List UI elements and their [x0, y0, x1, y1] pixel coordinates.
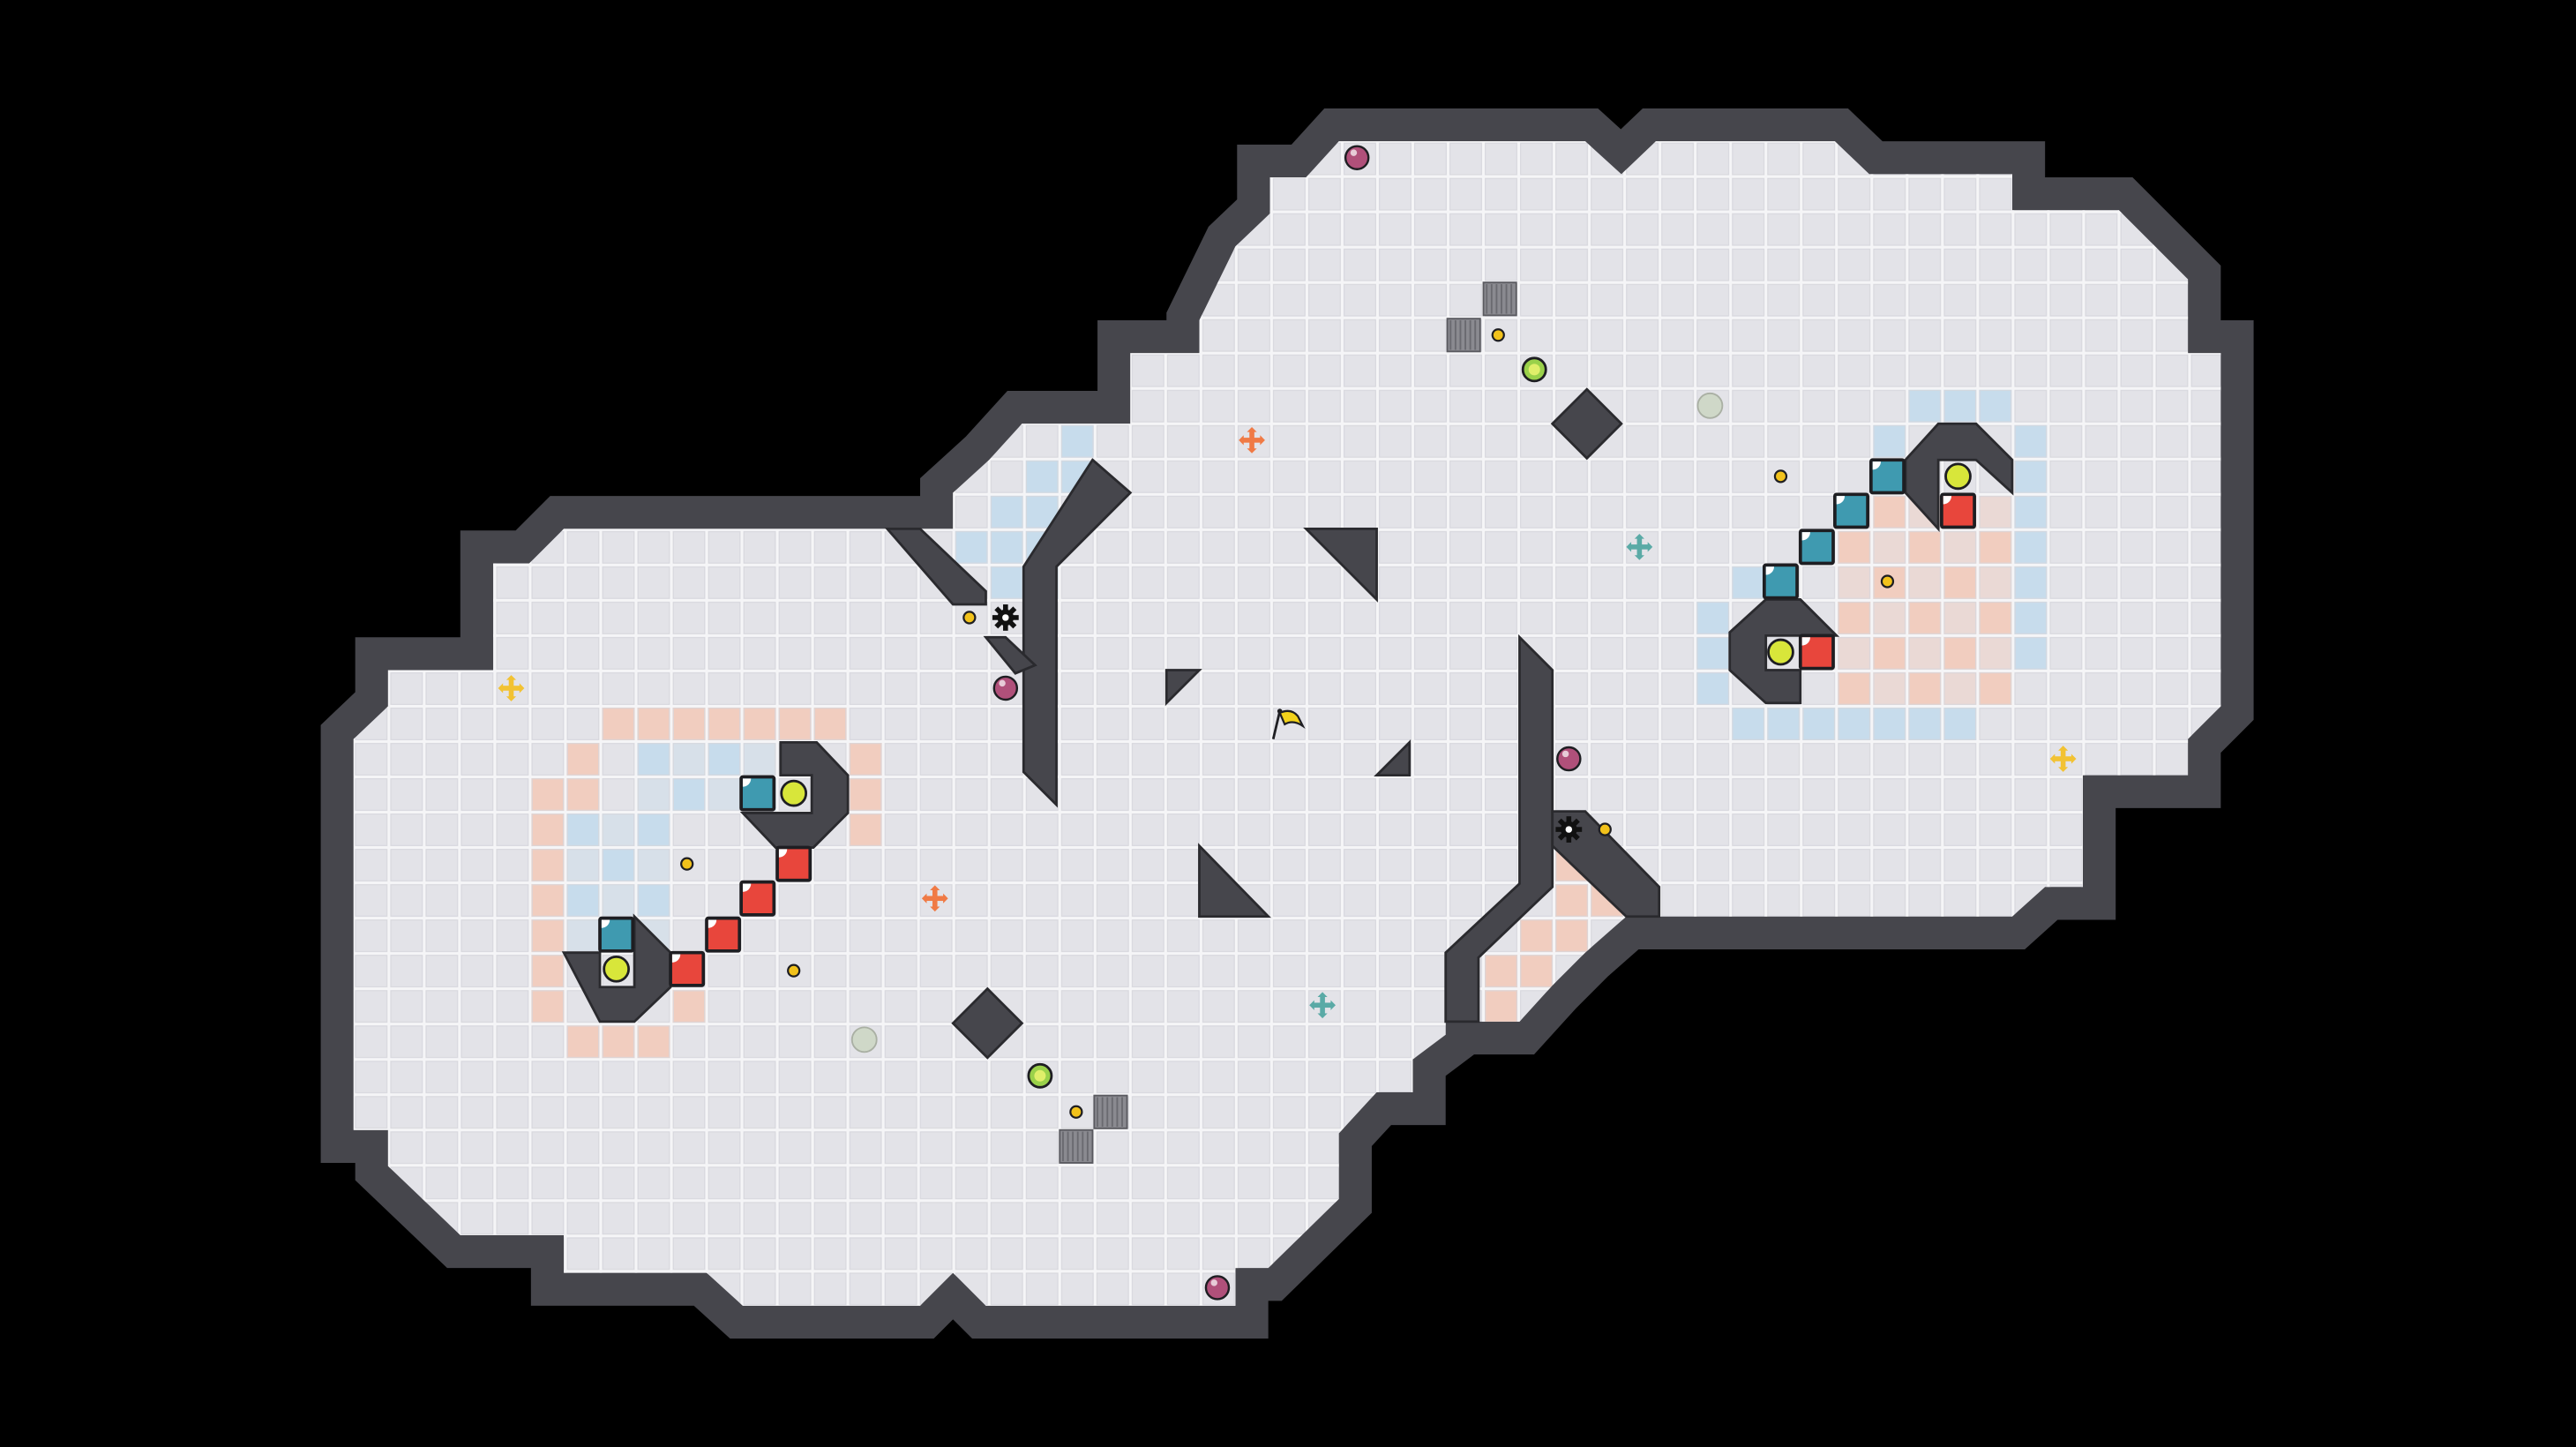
hook-wall	[739, 741, 850, 849]
red-box-icon	[1940, 492, 1976, 529]
grate-icon	[1482, 281, 1517, 317]
coin-icon	[680, 857, 694, 871]
bomb-icon	[992, 675, 1019, 701]
coin-icon	[1598, 822, 1612, 836]
wall-diamond-2	[1550, 387, 1623, 461]
red-box-icon	[775, 845, 812, 882]
ball-icon	[1944, 462, 1972, 491]
teal-box-icon	[739, 775, 776, 812]
bomb-icon	[1204, 1275, 1231, 1301]
divider-wall	[1444, 634, 1554, 1023]
hook-wall-2	[561, 913, 672, 1023]
red-box-icon	[739, 880, 776, 917]
move-cross-icon	[1239, 426, 1265, 454]
coin-icon	[1491, 328, 1505, 342]
move-cross-icon	[2049, 746, 2077, 772]
move-cross-icon	[1626, 533, 1653, 560]
coin-icon	[1880, 574, 1895, 589]
teal-box-icon	[1762, 563, 1799, 600]
bomb-icon	[1344, 145, 1370, 170]
wall-diamond	[951, 986, 1024, 1060]
move-cross-icon	[921, 885, 948, 912]
move-cross-icon	[1309, 992, 1336, 1019]
wall-triangle-small-2	[1374, 739, 1412, 777]
red-box-icon	[1798, 634, 1835, 671]
coin-icon	[1069, 1105, 1083, 1119]
corridor-wall-2	[1022, 458, 1133, 808]
coin-icon	[787, 963, 801, 978]
teal-box-icon	[1868, 458, 1906, 495]
ball-icon	[1521, 356, 1547, 383]
spike-gear-icon	[1555, 816, 1583, 843]
target-circle-icon	[850, 1026, 878, 1053]
red-box-icon	[669, 950, 706, 987]
teal-box-icon	[1833, 492, 1869, 529]
bomb-icon	[1556, 746, 1582, 772]
objects	[498, 145, 2077, 1301]
target-circle-icon	[1696, 392, 1724, 419]
coin-icon	[1773, 469, 1788, 484]
teal-box-icon	[598, 916, 635, 953]
flag-icon	[1271, 709, 1306, 740]
inner-walls	[561, 387, 2014, 1060]
ball-icon	[1767, 638, 1794, 666]
corridor-wall	[884, 528, 987, 606]
teal-box-icon	[1798, 529, 1835, 566]
ball-icon	[780, 779, 808, 807]
ball-icon	[1027, 1062, 1053, 1089]
hook-wall-3	[1904, 422, 2014, 533]
red-box-icon	[705, 916, 742, 953]
wall-triangle	[1303, 528, 1378, 603]
corridor-wall-3	[983, 635, 1037, 675]
grate-icon	[1446, 318, 1481, 353]
grate-icon	[1093, 1094, 1128, 1129]
spike-gear-icon	[992, 604, 1019, 631]
coin-icon	[962, 611, 977, 625]
wall-triangle-small	[1164, 669, 1202, 707]
move-cross-icon	[498, 675, 525, 701]
ball-icon	[603, 955, 630, 983]
grate-icon	[1059, 1128, 1094, 1164]
wall-triangle-2	[1198, 843, 1271, 918]
